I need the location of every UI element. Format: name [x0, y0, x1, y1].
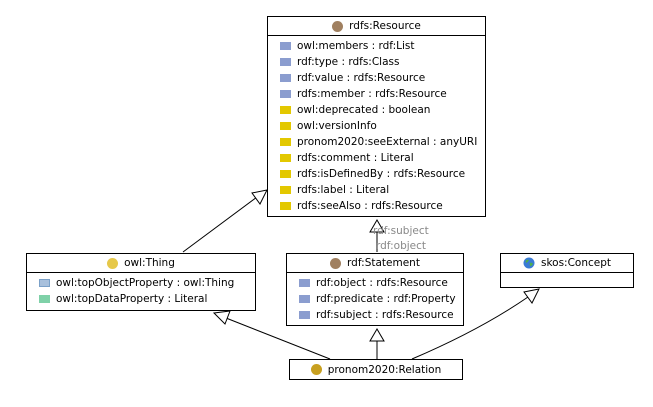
- class-pronom-relation[interactable]: pronom2020:Relation: [289, 359, 463, 380]
- attribute-label: owl:versionInfo: [297, 120, 377, 132]
- attribute-row[interactable]: owl:members : rdf:List: [268, 38, 485, 54]
- attribute-label: rdfs:seeAlso : rdfs:Resource: [297, 200, 443, 212]
- class-header: rdf:Statement: [287, 254, 463, 273]
- class-title: owl:Thing: [124, 257, 175, 269]
- class-attributes: rdf:object : rdfs:Resource rdf:predicate …: [287, 273, 463, 323]
- attribute-label: owl:topDataProperty : Literal: [56, 293, 208, 305]
- data-property-icon: [39, 295, 50, 303]
- edge-label-subject: rdf:subject: [373, 225, 429, 237]
- top-object-property-icon: [39, 279, 50, 287]
- attribute-row[interactable]: rdf:predicate : rdf:Property: [287, 291, 463, 307]
- attribute-row[interactable]: rdfs:seeAlso : rdfs:Resource: [268, 198, 485, 214]
- class-skos-concept[interactable]: skos:Concept: [500, 253, 634, 288]
- class-header: pronom2020:Relation: [290, 360, 462, 379]
- attribute-label: rdf:object : rdfs:Resource: [316, 277, 448, 289]
- object-property-icon: [299, 311, 310, 319]
- class-rdf-statement[interactable]: rdf:Statement rdf:object : rdfs:Resource…: [286, 253, 464, 326]
- class-attributes: owl:topObjectProperty : owl:Thing owl:top…: [27, 273, 255, 307]
- class-title: rdf:Statement: [347, 257, 420, 269]
- attribute-row[interactable]: rdf:subject : rdfs:Resource: [287, 307, 463, 323]
- attribute-label: rdf:type : rdfs:Class: [297, 56, 400, 68]
- edge-thing-to-resource: [182, 196, 258, 253]
- arrowhead-resource-bottom: [369, 219, 385, 233]
- attribute-row[interactable]: pronom2020:seeExternal : anyURI: [268, 134, 485, 150]
- class-title: pronom2020:Relation: [327, 363, 442, 376]
- edge-relation-to-concept: [411, 296, 529, 360]
- class-header: rdfs:Resource: [268, 17, 485, 36]
- attribute-row[interactable]: owl:versionInfo: [268, 118, 485, 134]
- attribute-label: owl:deprecated : boolean: [297, 104, 431, 116]
- arrowhead-resource-left: [251, 189, 268, 205]
- annotation-property-icon: [280, 202, 291, 210]
- object-property-icon: [299, 295, 310, 303]
- class-owl-thing[interactable]: owl:Thing owl:topObjectProperty : owl:Th…: [26, 253, 256, 311]
- attribute-row[interactable]: rdf:value : rdfs:Resource: [268, 70, 485, 86]
- class-circle-icon: [310, 364, 322, 375]
- object-property-icon: [280, 74, 291, 82]
- attribute-row[interactable]: rdf:type : rdfs:Class: [268, 54, 485, 70]
- attribute-row[interactable]: rdfs:isDefinedBy : rdfs:Resource: [268, 166, 485, 182]
- arrowhead-statement: [369, 328, 385, 342]
- attribute-label: owl:members : rdf:List: [297, 40, 415, 52]
- attribute-label: rdfs:comment : Literal: [297, 152, 414, 164]
- class-header: owl:Thing: [27, 254, 255, 273]
- edge-label-object: rdf:object: [376, 240, 427, 252]
- object-property-icon: [280, 90, 291, 98]
- attribute-row[interactable]: rdf:object : rdfs:Resource: [287, 275, 463, 291]
- class-circle-icon: [332, 20, 344, 32]
- attribute-row[interactable]: owl:topDataProperty : Literal: [27, 291, 255, 307]
- attribute-row[interactable]: rdfs:label : Literal: [268, 182, 485, 198]
- globe-icon: [523, 257, 535, 269]
- attribute-label: pronom2020:seeExternal : anyURI: [297, 136, 478, 148]
- object-property-icon: [280, 42, 291, 50]
- arrowhead-concept: [523, 288, 540, 304]
- attribute-label: rdf:predicate : rdf:Property: [316, 293, 456, 305]
- annotation-property-icon: [280, 122, 291, 130]
- attribute-row[interactable]: owl:topObjectProperty : owl:Thing: [27, 275, 255, 291]
- annotation-property-icon: [280, 170, 291, 178]
- annotation-property-icon: [280, 154, 291, 162]
- class-rdfs-resource[interactable]: rdfs:Resource owl:members : rdf:List rdf:…: [267, 16, 486, 217]
- attribute-label: rdfs:label : Literal: [297, 184, 390, 196]
- annotation-property-icon: [280, 106, 291, 114]
- class-title: rdfs:Resource: [349, 20, 421, 32]
- attribute-row[interactable]: rdfs:comment : Literal: [268, 150, 485, 166]
- attribute-label: owl:topObjectProperty : owl:Thing: [56, 277, 235, 289]
- object-property-icon: [299, 279, 310, 287]
- class-attributes: owl:members : rdf:List rdf:type : rdfs:Cl…: [268, 36, 485, 214]
- class-circle-icon: [107, 257, 119, 269]
- arrowhead-thing: [212, 310, 231, 325]
- attribute-row[interactable]: owl:deprecated : boolean: [268, 102, 485, 118]
- attribute-label: rdfs:isDefinedBy : rdfs:Resource: [297, 168, 466, 180]
- annotation-property-icon: [280, 186, 291, 194]
- attribute-label: rdf:value : rdfs:Resource: [297, 72, 426, 84]
- class-header: skos:Concept: [501, 254, 633, 273]
- attribute-row[interactable]: rdfs:member : rdfs:Resource: [268, 86, 485, 102]
- annotation-property-icon: [280, 138, 291, 146]
- object-property-icon: [280, 58, 291, 66]
- class-title: skos:Concept: [540, 257, 612, 269]
- attribute-label: rdfs:member : rdfs:Resource: [297, 88, 447, 100]
- class-circle-icon: [330, 257, 342, 269]
- edge-relation-to-thing: [225, 317, 331, 360]
- attribute-label: rdf:subject : rdfs:Resource: [316, 309, 454, 321]
